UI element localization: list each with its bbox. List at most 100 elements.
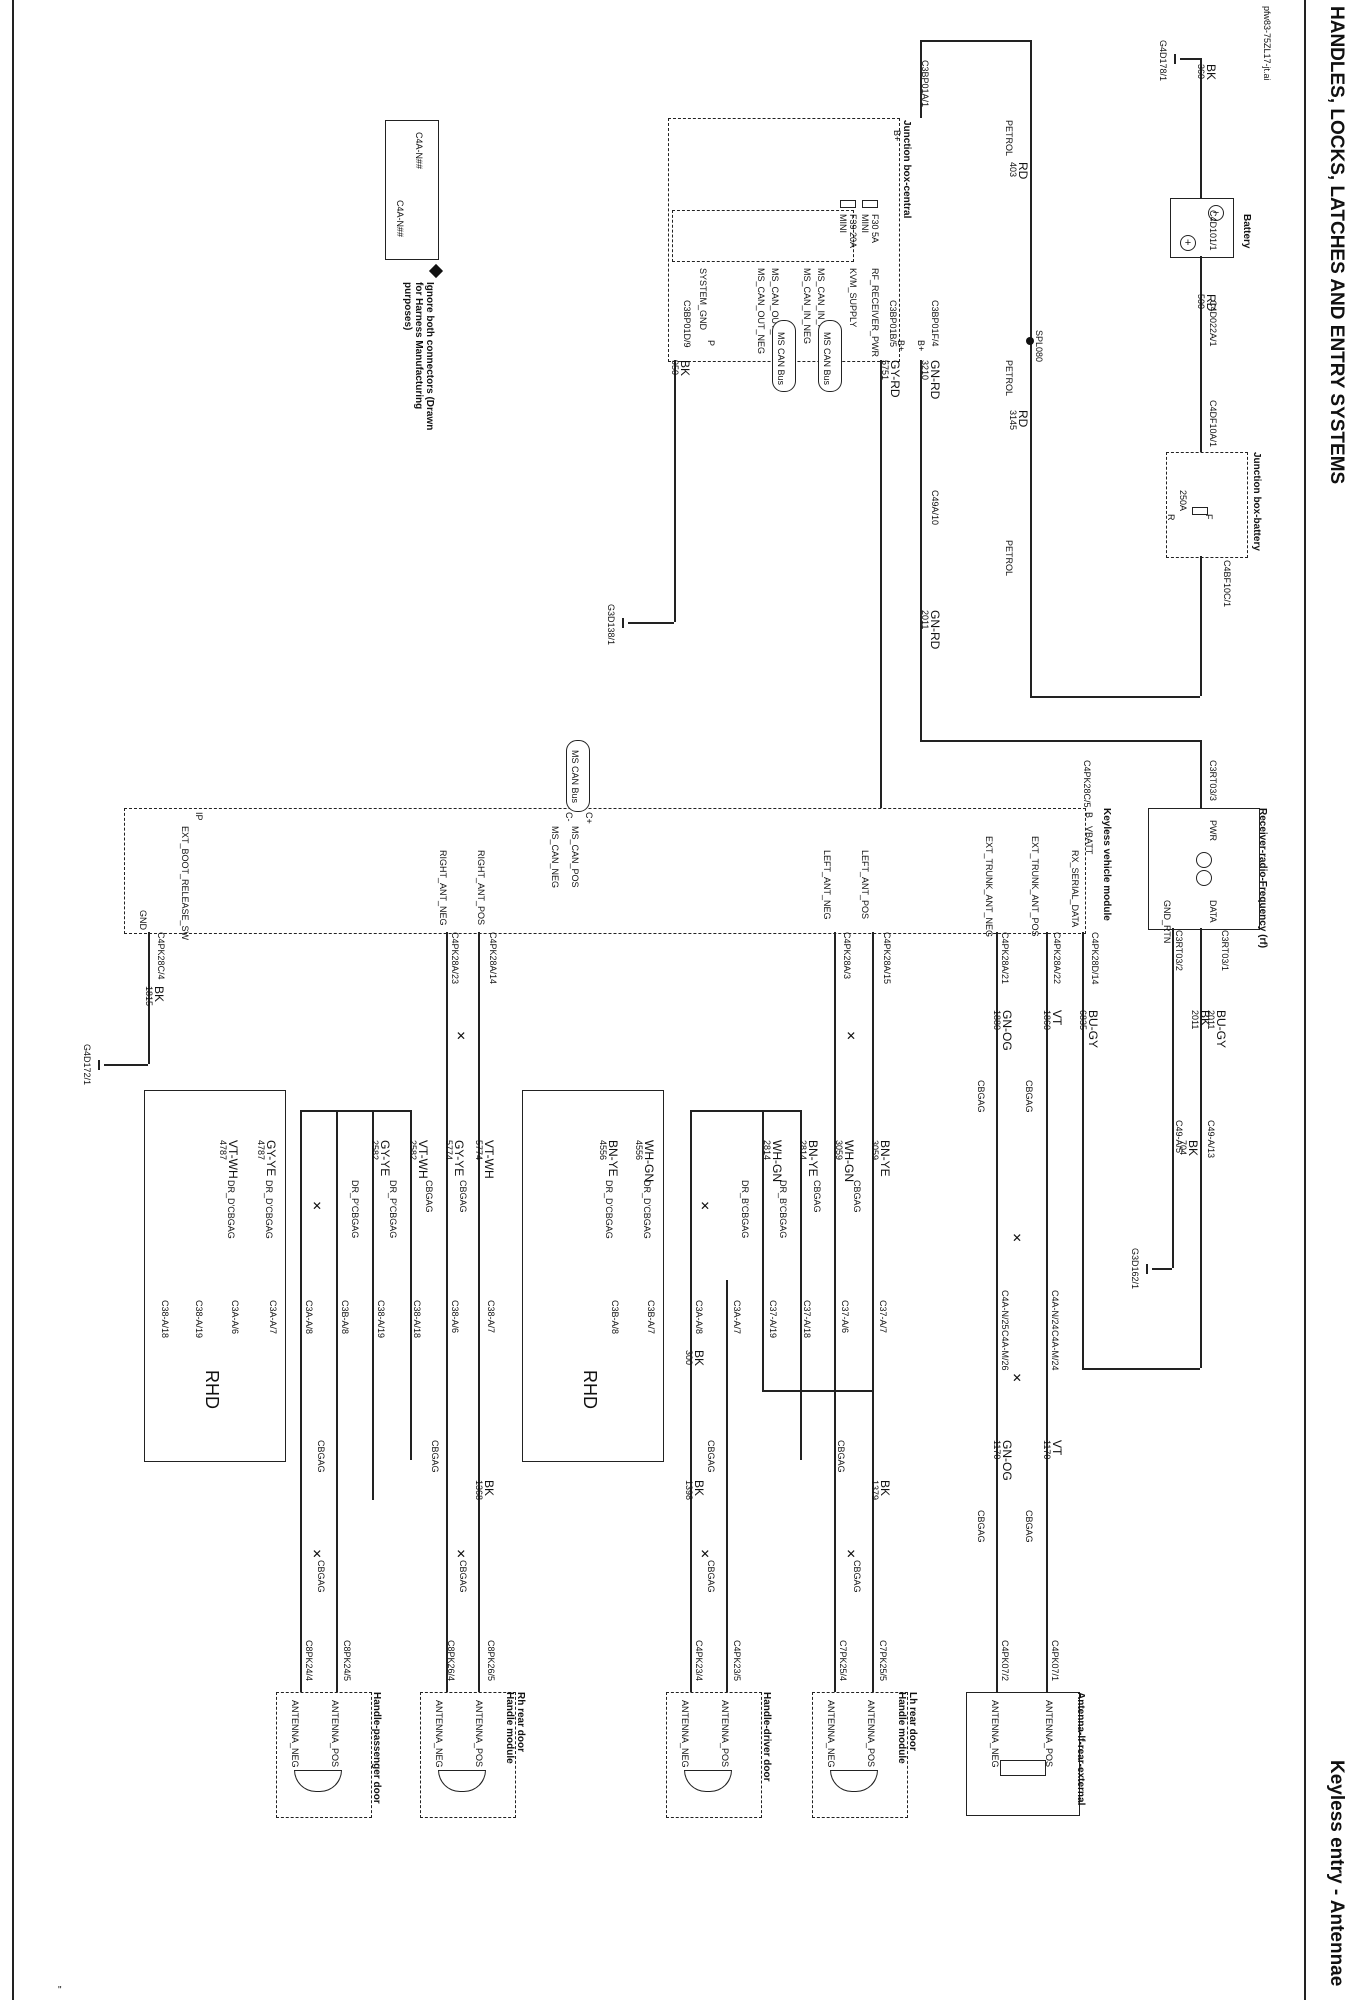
wire-color-label: VT [1050, 1010, 1064, 1026]
wire-color-label: BK [878, 1480, 892, 1497]
wire-color-label: BK [1186, 1140, 1200, 1157]
connector-label: C4D101/1 [1208, 210, 1218, 251]
connector-label: C38-A/19 [376, 1300, 386, 1339]
ant-pin: ANTENNA_POS [866, 1700, 876, 1768]
connector-label: C38-A/6 [450, 1300, 460, 1334]
wire-color-label: RD [1016, 162, 1030, 180]
receiver-icon [1196, 870, 1212, 886]
wire [920, 40, 1030, 42]
spec-label: DR_B'CBGAG [740, 1180, 750, 1239]
rhd-label: RHD [202, 1370, 222, 1409]
wire-circuit-label: 2582 [408, 1140, 418, 1161]
page-footer: " [58, 1985, 62, 1996]
wire-circuit-label: 2011 [920, 610, 930, 630]
ant-pin: ANTENNA_POS [330, 1700, 340, 1768]
fuse-f39 [840, 200, 856, 208]
wire-color-label: GY-YE [378, 1140, 392, 1177]
connector-label: C4PK28A/23 [450, 932, 460, 985]
ant-pin: ANTENNA_NEG [290, 1700, 300, 1768]
rh-rear-label: Rh rear door Handle module [504, 1692, 526, 1764]
wire [920, 40, 922, 118]
wire-circuit-label: 2011 [1206, 1010, 1216, 1030]
wire-circuit-label: 5774 [474, 1140, 484, 1161]
wire-circuit-label: 1170 [1042, 1440, 1052, 1460]
wire [104, 1064, 148, 1066]
connector-label: C4PK23/4 [694, 1640, 704, 1682]
connector-label: C37-A/19 [768, 1300, 778, 1339]
rhd-label: RHD [580, 1370, 600, 1409]
wire-bu-gy-2011 [1200, 928, 1202, 1368]
connector-label: C7PK25/4 [838, 1640, 848, 1682]
spec-label: CBGAG [1024, 1080, 1034, 1113]
legend-box [385, 120, 439, 260]
page-subtitle: Keyless entry - Antennae [1326, 1760, 1347, 1987]
jbc-pin: MS_CAN_OUT_NEG [756, 268, 766, 355]
driver-box [666, 1692, 762, 1818]
connector-label: C3BP01B/5 [888, 300, 898, 348]
ant-pin: ANTENNA_POS [1044, 1700, 1054, 1768]
wire-color-label: WH-GN [770, 1140, 784, 1182]
wire-circuit-label: 403 [1008, 162, 1018, 178]
connector-label: C3A-A/8 [694, 1300, 704, 1335]
spec-label: PETROL [1004, 120, 1014, 157]
connector-label: C3BP01D/9 [682, 300, 692, 348]
wire-circuit-label: 1880 [992, 1010, 1002, 1031]
wire-gy-ye-2582 [410, 1110, 412, 1460]
kvm-pin: C- [564, 812, 574, 822]
connector-label: C49-A/13 [1206, 1120, 1216, 1159]
jbc-fuse-f39: F39 20A MINI [838, 214, 858, 248]
rh-rear-box [420, 1692, 516, 1818]
can-bus-arrow [566, 740, 590, 812]
passenger-box [276, 1692, 372, 1818]
kvm-pin: C+ [584, 812, 594, 824]
connector-label: C8PK26/4 [446, 1640, 456, 1682]
kvm-pin: RIGHT_ANT_NEG [438, 850, 448, 926]
kvm-pin: IP [194, 812, 204, 821]
connector-label: C4PK28A/22 [1052, 932, 1062, 985]
wire-color-label: BK [678, 360, 692, 377]
jbc-pin: B+ [892, 130, 902, 142]
spec-label: CBGAG [316, 1560, 326, 1593]
connector-label: C3B-A/8 [340, 1300, 350, 1335]
can-bus-label: MS CAN Bus [570, 750, 580, 804]
connector-label: C4BF10C/1 [1222, 560, 1232, 608]
receiver-pin: PWR [1208, 820, 1218, 841]
wire-color-label: BU-GY [1214, 1010, 1228, 1049]
kvm-pin: LEFT_ANT_NEG [822, 850, 832, 920]
wire-bn-ye-2814 [762, 1110, 764, 1390]
wire-circuit-label: 3145 [1008, 410, 1018, 431]
spec-label: CBGAG [836, 1440, 846, 1473]
spec-label: CBGAG [852, 1180, 862, 1213]
kvm-pin: EXT_BOOT_RELEASE_SW [180, 826, 190, 941]
connector-label: C4PK07/1 [1050, 1640, 1060, 1682]
kvm-pin: LEFT_ANT_POS [860, 850, 870, 920]
wire-gn-og-1880 [996, 932, 998, 1692]
antenna-coil-icon [1000, 1760, 1046, 1776]
wire-vt-wh-2582 [372, 1110, 374, 1500]
wire-color-label: WH-GN [642, 1140, 656, 1182]
wire-wh-gn-2814 [800, 1110, 802, 1460]
spec-label: DR_D'CBGAG [264, 1180, 274, 1239]
spec-label: CBGAG [316, 1440, 326, 1473]
ground-icon [622, 618, 630, 628]
connector-label: C4PK28A/21 [1000, 932, 1010, 985]
wire-color-label: BK [692, 1350, 706, 1367]
wire-color-label: VT-WH [226, 1140, 240, 1179]
connector-label: C38-A/18 [160, 1300, 170, 1339]
wire-color-label: BN-YE [806, 1140, 820, 1177]
rhd-box [522, 1090, 664, 1462]
spec-label: CBGAG [706, 1560, 716, 1593]
twisted-pair-icon: ✕ [700, 1547, 711, 1561]
kvm-pin: RIGHT_ANT_POS [476, 850, 486, 926]
wire-rd-500 [1200, 256, 1202, 452]
jbb-pin: R [1166, 514, 1176, 521]
wire-color-label: BN-YE [606, 1140, 620, 1177]
wire-circuit-label: 2814 [762, 1140, 772, 1161]
wire [1180, 58, 1200, 60]
twisted-pair-icon: ✕ [1012, 1231, 1023, 1245]
wire-color-label: BK [1204, 64, 1218, 81]
connector-label: C4PK28A/14 [488, 932, 498, 985]
ground-label: G3D162/1 [1130, 1248, 1140, 1290]
lh-rear-label: Lh rear door Handle module [896, 1692, 918, 1764]
wire [762, 1390, 872, 1392]
